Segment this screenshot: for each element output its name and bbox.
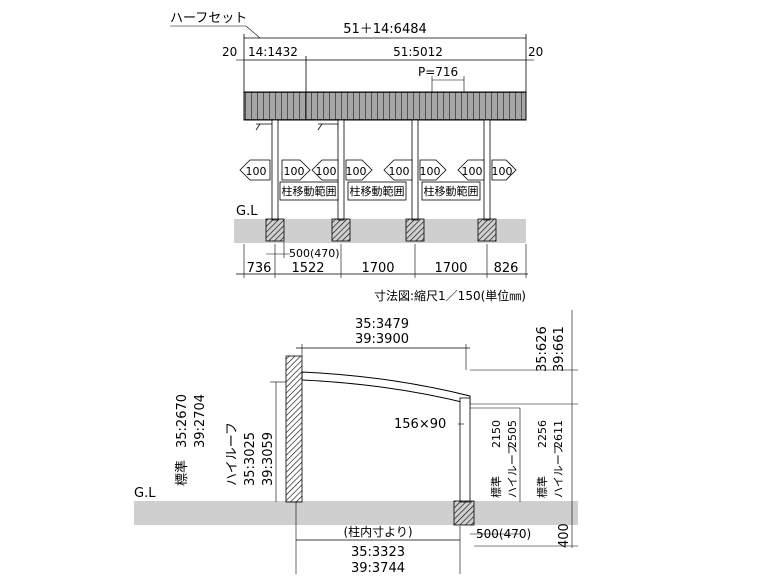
foundation-dim-front: 500(470) (289, 247, 340, 260)
main-width-dim: 51:5012 (393, 45, 443, 59)
move-arrows: 100 100 100 100 100 100 100 100 (239, 159, 517, 181)
front-view: ハーフセット 51＋14:6484 20 20 14:1432 51:5012 … (170, 11, 543, 303)
label-std-b: 標準 (535, 476, 549, 498)
right-top-dim-35: 35:626 (535, 326, 550, 372)
left-dim-35-high: 35:3025 (243, 432, 258, 486)
half-set-leader (245, 25, 261, 39)
span-2: 1522 (291, 261, 324, 276)
label-high-b: ハイルーフ (552, 444, 565, 498)
svg-text:柱移動範囲: 柱移動範囲 (282, 184, 337, 198)
top-dim-39: 39:3900 (355, 332, 409, 347)
svg-text:100: 100 (462, 165, 483, 178)
svg-text:100: 100 (246, 165, 267, 178)
post-side (459, 397, 471, 503)
scale-note: 寸法図:縮尺1／150(単位㎜) (374, 288, 526, 303)
left-label-high: ハイルーフ (225, 422, 240, 486)
arrow-left-1 (239, 159, 271, 181)
arrow-right-3 (419, 159, 447, 181)
svg-text:100: 100 (492, 165, 513, 178)
wall (285, 355, 303, 503)
footing-2 (331, 218, 351, 242)
arrow-left-2 (311, 159, 339, 181)
bottom-dim-35: 35:3323 (351, 545, 405, 560)
left-dim-39-std: 39:2704 (193, 394, 208, 448)
total-dim-text: 51＋14:6484 (343, 22, 427, 37)
span-1: 736 (247, 261, 272, 276)
half-width-dim: 14:1432 (248, 45, 298, 59)
inner-dim-2256: 2256 (536, 420, 549, 448)
left-dim-39-high: 39:3059 (261, 432, 276, 486)
label-high-a: ハイルーフ (506, 444, 519, 498)
footing-side (453, 500, 475, 526)
half-set-label: ハーフセット (170, 11, 247, 26)
arrow-right-2 (345, 159, 373, 181)
svg-text:柱移動範囲: 柱移動範囲 (350, 184, 405, 198)
post-2 (337, 119, 345, 221)
label-std-a: 標準 (489, 476, 503, 498)
svg-text:100: 100 (316, 165, 337, 178)
foundation-dim-side: 500(470) (476, 527, 531, 541)
svg-text:柱移動範囲: 柱移動範囲 (424, 184, 479, 198)
span-5: 826 (494, 261, 519, 276)
right-edge-dim: 20 (528, 45, 543, 59)
footing-4 (477, 218, 497, 242)
footing-3 (405, 218, 425, 242)
svg-text:100: 100 (389, 165, 410, 178)
arrow-right-4 (491, 159, 517, 181)
inner-dim-2150: 2150 (490, 420, 503, 448)
side-view: G.L 35:3479 39:3900 35:626 39:661 標準 35:… (134, 310, 578, 576)
bracket-mid (317, 123, 339, 131)
arrow-left-4 (457, 159, 485, 181)
gl-label-front: G.L (236, 204, 258, 219)
pitch-dim: P=716 (418, 65, 458, 79)
bottom-note: (柱内寸より) (343, 524, 412, 539)
roof-side (301, 371, 471, 405)
range-box-2 (347, 181, 407, 201)
bottom-dim-39: 39:3744 (351, 561, 405, 576)
inner-dim-2611: 2611 (552, 420, 565, 448)
left-label-std: 標準 (174, 460, 190, 486)
left-edge-dim: 20 (222, 45, 237, 59)
post-size: 156×90 (394, 417, 446, 432)
svg-text:100: 100 (284, 165, 305, 178)
top-dim-35: 35:3479 (355, 317, 409, 332)
right-top-dim-39: 39:661 (552, 326, 567, 372)
post-3 (411, 119, 419, 221)
post-4 (483, 119, 491, 221)
footing-1 (265, 218, 285, 242)
arrow-right-1 (281, 159, 311, 181)
svg-text:100: 100 (420, 165, 441, 178)
inner-dim-2505: 2505 (506, 420, 519, 448)
ground-side (134, 501, 578, 525)
depth-dim: 400 (557, 523, 572, 548)
range-box-3 (421, 181, 481, 201)
post-1 (271, 119, 279, 221)
arrow-left-3 (383, 159, 413, 181)
range-box-1 (279, 181, 339, 201)
roof-panel (243, 91, 527, 121)
gl-label-side: G.L (134, 486, 156, 501)
left-dim-35-std: 35:2670 (175, 394, 190, 448)
svg-text:100: 100 (346, 165, 367, 178)
span-3: 1700 (361, 261, 394, 276)
span-4: 1700 (434, 261, 467, 276)
